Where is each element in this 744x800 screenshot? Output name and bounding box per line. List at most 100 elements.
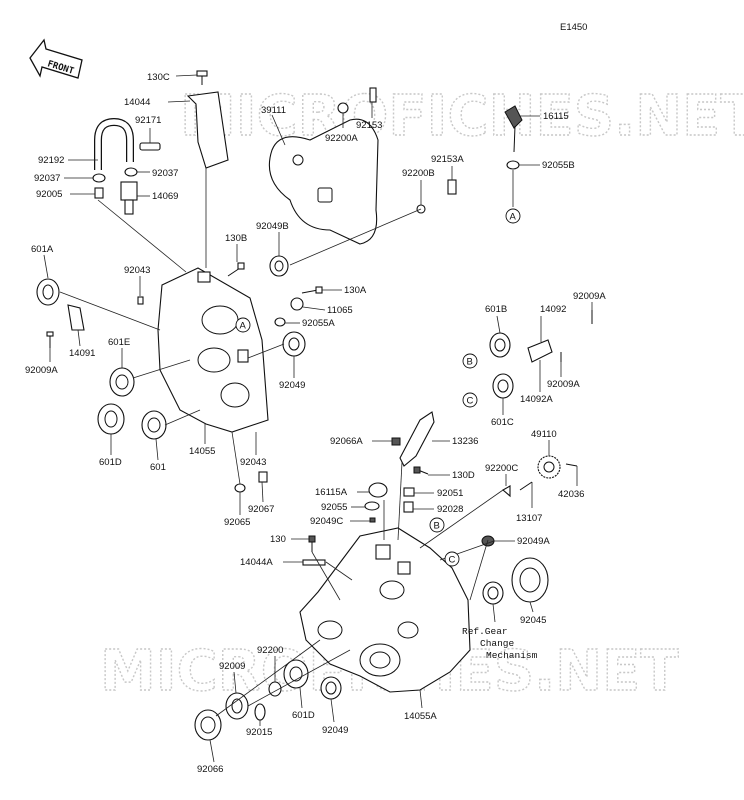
ref-gear-icon (482, 581, 504, 605)
svg-text:B: B (467, 357, 473, 368)
svg-text:C: C (467, 396, 474, 407)
label-92153: 92153 (356, 120, 382, 131)
label-16115a: 16115A (315, 487, 348, 498)
label-92015: 92015 (246, 727, 272, 738)
label-14092a: 14092A (520, 394, 553, 405)
screw-92009a-right-icon (560, 310, 593, 362)
label-92055: 92055 (321, 502, 347, 513)
reference-note: Ref.Gear Change Mechanism (462, 626, 538, 661)
label-14091: 14091 (69, 348, 95, 359)
svg-text:B: B (434, 521, 440, 532)
label-92009a-mid: 92009A (547, 379, 580, 390)
label-92055b: 92055B (542, 160, 575, 171)
label-601b: 601B (485, 304, 507, 315)
label-92065: 92065 (224, 517, 250, 528)
bolt-14044a-icon (302, 559, 326, 566)
label-13236: 13236 (452, 436, 478, 447)
label-92200: 92200 (257, 645, 283, 656)
seal-92049b-icon (269, 255, 289, 277)
callout-b-lower: B (429, 517, 445, 533)
label-92192: 92192 (38, 155, 64, 166)
svg-text:A: A (240, 321, 247, 332)
label-92049: 92049 (279, 380, 305, 391)
label-11065: 11065 (327, 305, 353, 316)
callout-c-lower: C (444, 551, 460, 567)
label-601: 601 (150, 462, 166, 473)
label-601c: 601C (491, 417, 514, 428)
label-92005: 92005 (36, 189, 62, 200)
gear-49110-icon (537, 455, 561, 479)
gasket-39111-icon (268, 118, 379, 245)
oring-92055a-icon (274, 317, 286, 327)
label-92049a: 92049A (517, 536, 550, 547)
label-92200b: 92200B (402, 168, 435, 179)
label-39111: 39111 (261, 105, 286, 116)
label-42036: 42036 (558, 489, 584, 500)
oring-92055-icon (364, 501, 380, 511)
bolt-130a-icon (301, 286, 323, 294)
svg-text:Mechanism: Mechanism (486, 650, 538, 661)
label-130: 130 (270, 534, 286, 545)
label-14055a: 14055A (404, 711, 437, 722)
label-92200a: 92200A (325, 133, 358, 144)
label-92051: 92051 (437, 488, 463, 499)
bearing-601d-icon (97, 403, 125, 435)
svg-text:Ref.Gear: Ref.Gear (462, 626, 508, 637)
label-92055a: 92055A (302, 318, 335, 329)
pin-42036-icon (565, 463, 578, 467)
label-92043-upper: 92043 (124, 265, 150, 276)
label-92045: 92045 (520, 615, 546, 626)
label-92171: 92171 (135, 115, 161, 126)
label-601e: 601E (108, 337, 130, 348)
callout-c-right: C (462, 392, 478, 408)
label-130c: 130C (147, 72, 170, 83)
collar-92051-icon (403, 487, 415, 497)
oring-92055b-icon (506, 160, 520, 170)
bracket-14091-icon (67, 304, 85, 331)
collar-92015-icon (254, 703, 266, 721)
washer-92200a-icon (337, 102, 349, 114)
bearing-601c-icon (492, 373, 514, 399)
label-14055: 14055 (189, 446, 215, 457)
label-601a: 601A (31, 244, 54, 255)
dipstick-16115-icon (504, 105, 523, 153)
cover-14055-icon (157, 267, 269, 433)
callout-a-right: A (505, 208, 521, 224)
bolt-130-icon (308, 535, 316, 552)
bearing-601-icon (141, 410, 167, 440)
callout-a-upper: A (235, 317, 251, 333)
label-49110: 49110 (531, 429, 557, 440)
seal-92066-icon (194, 709, 222, 741)
bolt-92153a-icon (447, 179, 457, 195)
bearing-601d-lower-icon (283, 659, 309, 689)
seal-92049-lower-icon (320, 676, 342, 700)
bolt-92153-icon (369, 87, 377, 103)
label-92043-lower: 92043 (240, 457, 266, 468)
lever-13236-icon (399, 411, 435, 467)
fitting-92005-icon (94, 187, 104, 199)
bearing-92045-icon (511, 557, 549, 603)
clip-92037-icon (92, 167, 138, 183)
label-130b: 130B (225, 233, 247, 244)
label-92009: 92009 (219, 661, 245, 672)
label-130a: 130A (344, 285, 367, 296)
bushing-92028-icon (403, 501, 414, 513)
bearing-601e-icon (109, 367, 135, 397)
nut-92066a-icon (391, 437, 401, 446)
clamp-92171-icon (139, 142, 161, 151)
breather-14069-icon (120, 181, 138, 215)
svg-text:C: C (449, 555, 456, 566)
label-92049-lower: 92049 (322, 725, 348, 736)
label-14044: 14044 (124, 97, 150, 108)
label-14069: 14069 (152, 191, 178, 202)
svg-text:A: A (510, 212, 517, 223)
label-92049c: 92049C (310, 516, 343, 527)
bolt-130c-icon (196, 70, 208, 85)
washer-92065-icon (234, 483, 246, 493)
label-601d: 601D (99, 457, 122, 468)
seal-92049-icon (282, 331, 306, 357)
pin-92043-icon (137, 296, 144, 305)
label-601d-lower: 601D (292, 710, 315, 721)
